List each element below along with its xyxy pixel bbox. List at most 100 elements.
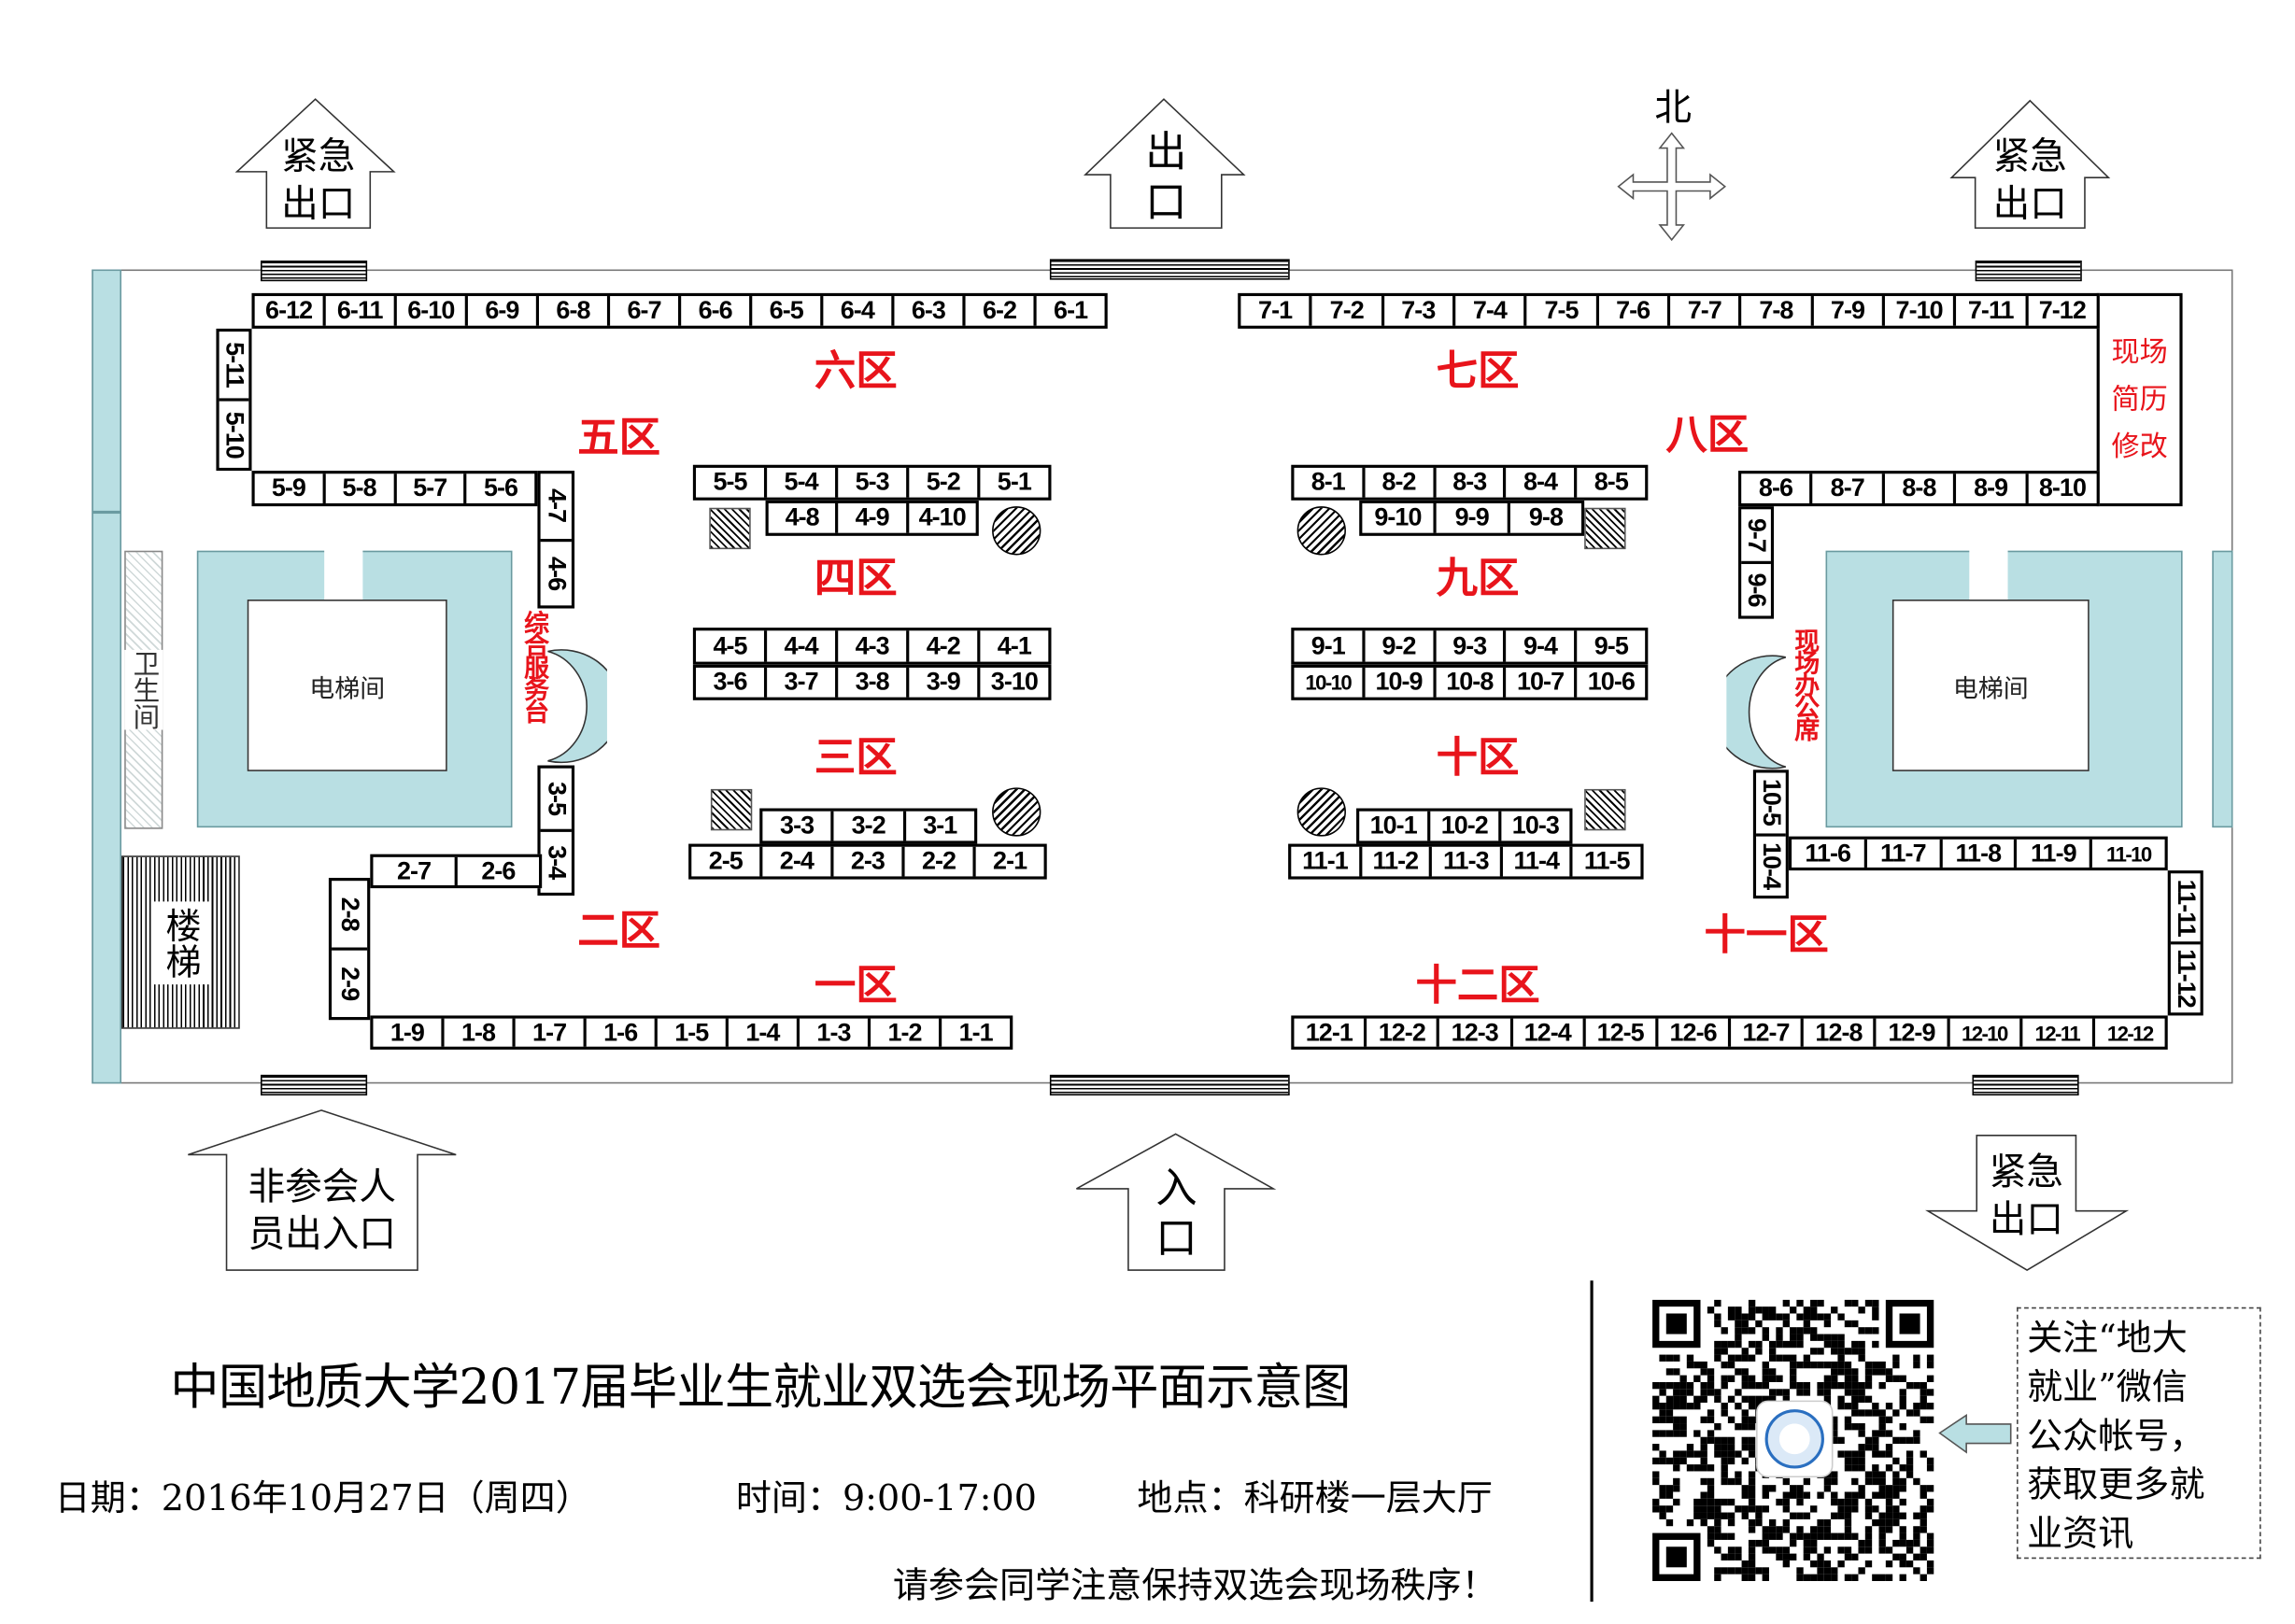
booth[interactable]: 6-1 [1033, 296, 1104, 326]
booth[interactable]: 5-9 [271, 473, 306, 502]
booth[interactable]: 11-5 [1569, 846, 1640, 877]
booth[interactable]: 7-6 [1595, 296, 1667, 326]
booth[interactable]: 4-6 [540, 538, 572, 605]
booth[interactable]: 11-6 [1805, 839, 1851, 868]
booth[interactable]: 9-4 [1503, 630, 1575, 662]
booth[interactable]: 5-7 [392, 473, 464, 503]
booth[interactable]: 2-2 [901, 846, 972, 877]
booth[interactable]: 2-5 [708, 846, 744, 875]
booth[interactable]: 12-7 [1727, 1018, 1801, 1047]
booth[interactable]: 9-5 [1574, 630, 1645, 662]
booth[interactable]: 4-8 [785, 502, 820, 532]
booth[interactable]: 7-7 [1666, 296, 1739, 326]
booth[interactable]: 1-3 [796, 1018, 868, 1047]
booth[interactable]: 5-1 [977, 467, 1048, 498]
booth[interactable]: 10-5 [1757, 779, 1786, 826]
booth[interactable]: 12-10 [1946, 1018, 2019, 1047]
booth[interactable]: 12-8 [1800, 1018, 1874, 1047]
booth[interactable]: 10-3 [1498, 811, 1569, 841]
booth[interactable]: 3-7 [763, 667, 835, 698]
booth[interactable]: 7-3 [1381, 296, 1452, 326]
booth[interactable]: 6-10 [393, 296, 465, 326]
booth[interactable]: 1-6 [583, 1018, 655, 1047]
booth[interactable]: 3-6 [713, 667, 747, 697]
booth[interactable]: 9-9 [1433, 502, 1507, 533]
booth[interactable]: 7-8 [1738, 296, 1810, 326]
booth[interactable]: 11-2 [1358, 846, 1429, 877]
booth[interactable]: 5-8 [322, 473, 393, 503]
booth[interactable]: 10-6 [1574, 667, 1645, 698]
booth[interactable]: 10-4 [1756, 832, 1786, 896]
booth[interactable]: 7-11 [1953, 296, 2025, 326]
booth[interactable]: 6-5 [749, 296, 820, 326]
booth[interactable]: 2-8 [335, 897, 364, 931]
booth[interactable]: 10-7 [1503, 667, 1575, 698]
booth[interactable]: 2-6 [454, 856, 539, 885]
booth[interactable]: 12-3 [1437, 1018, 1509, 1047]
booth[interactable]: 1-8 [441, 1018, 512, 1047]
booth[interactable]: 12-6 [1655, 1018, 1728, 1047]
booth[interactable]: 7-5 [1523, 296, 1596, 326]
booth[interactable]: 12-1 [1305, 1018, 1353, 1046]
booth[interactable]: 7-12 [2024, 296, 2097, 326]
booth[interactable]: 9-2 [1362, 630, 1433, 662]
booth[interactable]: 8-1 [1310, 467, 1346, 497]
booth[interactable]: 4-9 [835, 502, 906, 533]
booth[interactable]: 11-7 [1863, 839, 1939, 868]
booth[interactable]: 11-8 [1938, 839, 2015, 868]
booth[interactable]: 1-7 [512, 1018, 583, 1047]
booth[interactable]: 8-2 [1362, 467, 1433, 498]
booth[interactable]: 9-8 [1507, 502, 1581, 533]
booth[interactable]: 1-4 [725, 1018, 797, 1047]
booth[interactable]: 3-4 [540, 828, 572, 893]
booth[interactable]: 4-4 [763, 630, 835, 662]
booth[interactable]: 12-5 [1582, 1018, 1655, 1047]
booth[interactable]: 6-11 [322, 296, 394, 326]
booth[interactable]: 8-8 [1881, 473, 1953, 503]
booth[interactable]: 4-5 [713, 631, 747, 660]
booth[interactable]: 4-3 [835, 630, 906, 662]
booth[interactable]: 11-3 [1429, 846, 1499, 877]
booth[interactable]: 6-7 [606, 296, 678, 326]
booth[interactable]: 2-1 [972, 846, 1043, 877]
booth[interactable]: 8-3 [1432, 467, 1504, 498]
booth[interactable]: 12-9 [1873, 1018, 1947, 1047]
booth[interactable]: 2-4 [759, 846, 830, 877]
booth[interactable]: 9-7 [1742, 517, 1771, 553]
booth[interactable]: 1-5 [654, 1018, 726, 1047]
booth[interactable]: 5-10 [219, 398, 249, 468]
booth[interactable]: 6-2 [962, 296, 1033, 326]
booth[interactable]: 3-3 [780, 811, 815, 840]
booth[interactable]: 3-1 [902, 811, 974, 841]
booth[interactable]: 8-5 [1574, 467, 1645, 498]
booth[interactable]: 8-4 [1503, 467, 1575, 498]
booth[interactable]: 7-2 [1309, 296, 1381, 326]
booth[interactable]: 5-2 [906, 467, 977, 498]
booth[interactable]: 7-1 [1258, 296, 1293, 325]
booth[interactable]: 9-3 [1432, 630, 1504, 662]
booth[interactable]: 1-1 [939, 1018, 1010, 1047]
booth[interactable]: 11-9 [2014, 839, 2090, 868]
booth[interactable]: 3-9 [906, 667, 977, 698]
booth[interactable]: 3-2 [830, 811, 903, 841]
booth[interactable]: 10-9 [1362, 667, 1433, 698]
booth[interactable]: 12-2 [1364, 1018, 1437, 1047]
booth[interactable]: 12-12 [2091, 1018, 2165, 1047]
booth[interactable]: 11-11 [2172, 879, 2201, 937]
booth[interactable]: 6-9 [464, 296, 536, 326]
booth[interactable]: 10-2 [1427, 811, 1498, 841]
booth[interactable]: 5-3 [835, 467, 906, 498]
booth[interactable]: 7-9 [1810, 296, 1882, 326]
booth[interactable]: 11-4 [1499, 846, 1569, 877]
booth[interactable]: 2-3 [830, 846, 901, 877]
booth[interactable]: 9-10 [1374, 502, 1422, 532]
booth[interactable]: 3-10 [977, 667, 1048, 698]
booth[interactable]: 1-2 [867, 1018, 939, 1047]
booth[interactable]: 4-7 [542, 488, 572, 523]
booth[interactable]: 8-7 [1809, 473, 1882, 503]
booth[interactable]: 8-10 [2024, 473, 2097, 503]
booth[interactable]: 6-12 [265, 296, 313, 325]
booth[interactable]: 6-6 [678, 296, 749, 326]
booth[interactable]: 10-1 [1369, 811, 1418, 840]
booth[interactable]: 9-1 [1310, 631, 1346, 660]
